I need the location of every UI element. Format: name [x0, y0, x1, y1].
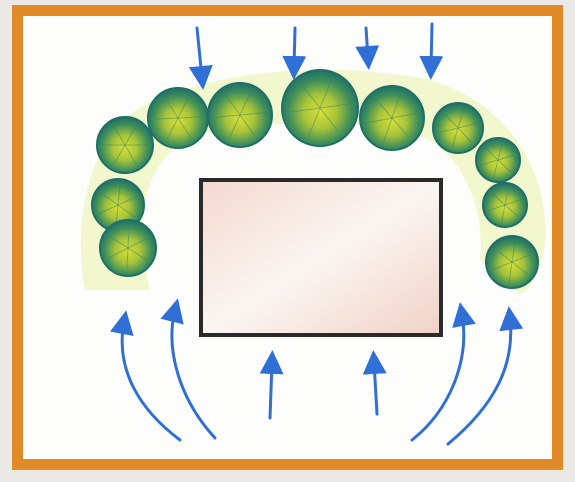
arrow-bottom-1 [270, 362, 272, 418]
arrow-top-4 [431, 24, 432, 68]
arrow-right-2 [448, 318, 511, 444]
building [201, 180, 441, 335]
arrow-top-1 [197, 28, 202, 78]
arrow-bottom-2 [374, 362, 377, 414]
arrow-top-2 [294, 28, 295, 68]
arrow-top-3 [366, 28, 368, 58]
